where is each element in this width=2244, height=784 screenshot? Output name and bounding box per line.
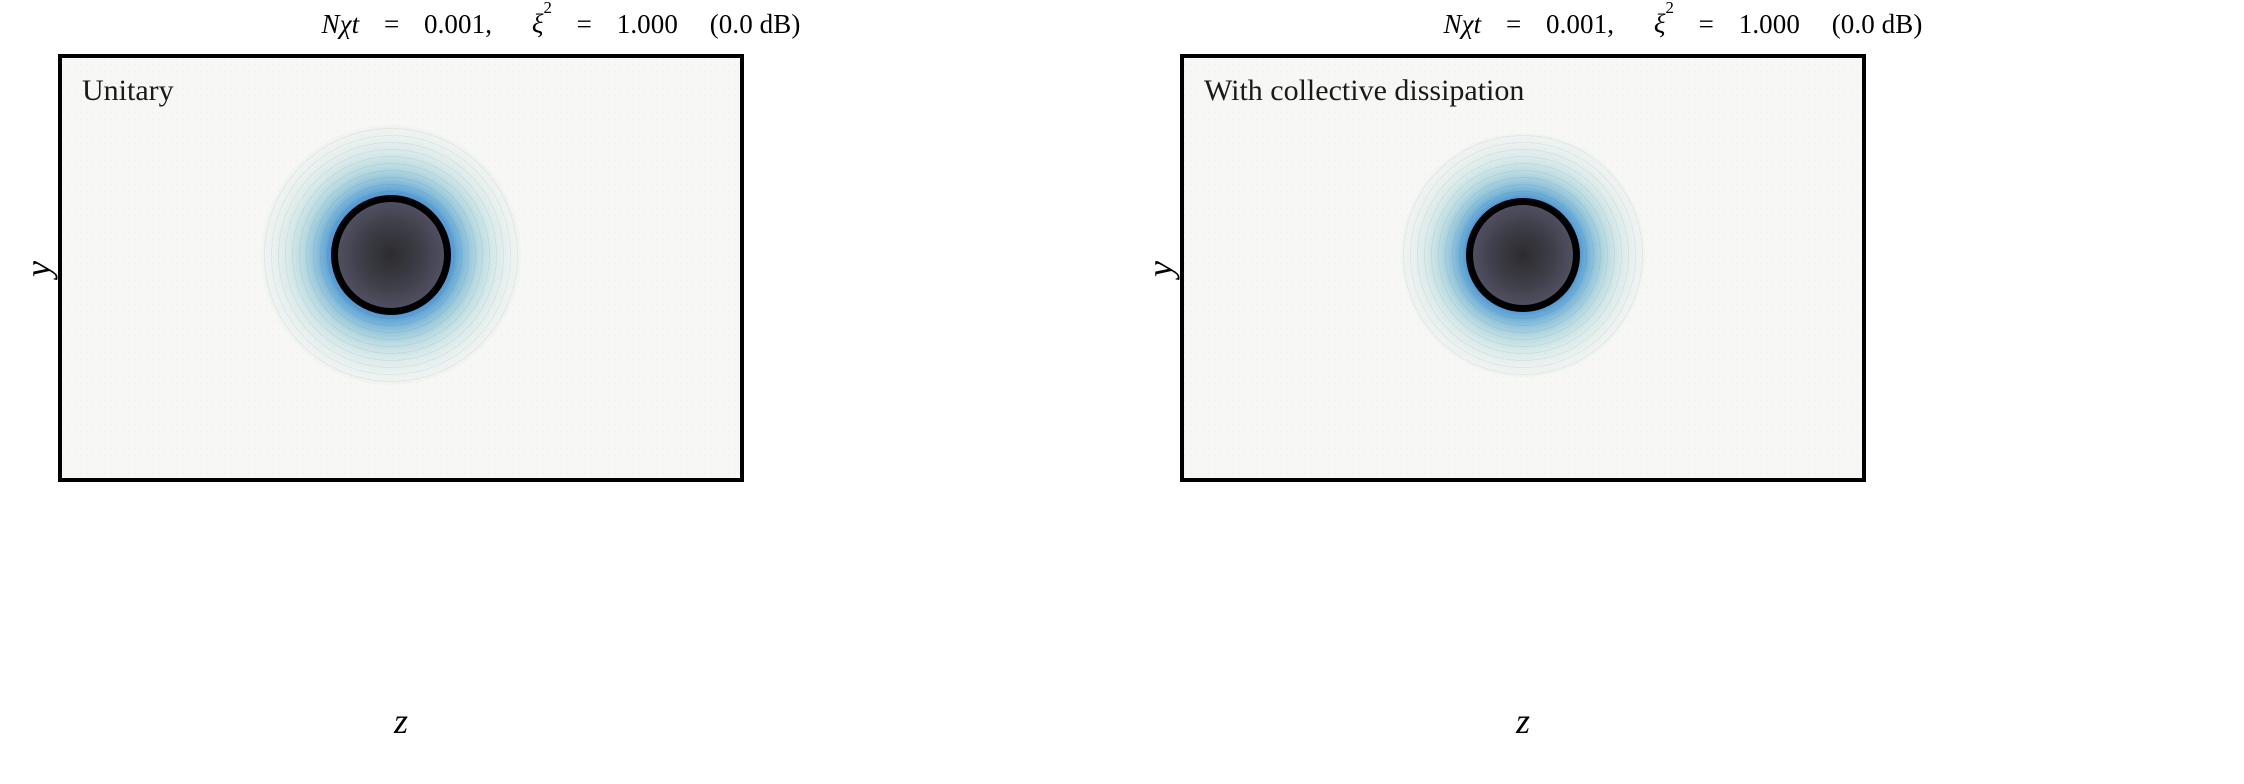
title-symbol-t: t: [351, 9, 360, 39]
title-equals-2: =: [1698, 9, 1714, 39]
title-value-nchit: 0.001,: [423, 9, 493, 39]
x-axis-label-collective-dissipation: z: [1515, 701, 1530, 741]
title-symbol-xi: ξ2: [1653, 0, 1674, 39]
title-symbol-xi-exponent: 2: [1665, 0, 1674, 17]
corner-label-collective-dissipation: With collective dissipation: [1204, 74, 1525, 107]
axes-frame-collective-dissipation: With collective dissipation: [1180, 54, 1866, 482]
panel-unitary: Nχt = 0.001, ξ2 = 1.000 (0.0 dB) Unitary: [0, 0, 1122, 741]
title-symbol-xi: ξ2: [531, 0, 552, 39]
title-value-db: (0.0 dB): [1831, 9, 1923, 39]
title-value-nchit: 0.001,: [1545, 9, 1615, 39]
title-symbol-t: t: [1473, 9, 1482, 39]
panel-collective-dissipation: Nχt = 0.001, ξ2 = 1.000 (0.0 dB) With co…: [1122, 0, 2244, 784]
panel-title-unitary: Nχt = 0.001, ξ2 = 1.000 (0.0 dB): [0, 0, 1122, 40]
corner-label-unitary: Unitary: [82, 74, 174, 107]
husimi-blob-collective-dissipation: [1401, 133, 1645, 378]
title-symbol-xi-exponent: 2: [543, 0, 552, 17]
y-axis-label-unitary: y: [18, 261, 58, 277]
title-symbol-N: N: [321, 9, 340, 39]
husimi-contour-ring: [330, 195, 451, 316]
title-value-xi2: 1.000: [616, 9, 678, 39]
panel-title-collective-dissipation: Nχt = 0.001, ξ2 = 1.000 (0.0 dB): [1122, 0, 2244, 40]
title-equals-1: =: [1505, 9, 1522, 39]
y-axis-label-collective-dissipation: y: [1140, 261, 1180, 277]
title-symbol-xi-base: ξ: [531, 9, 544, 39]
title-symbol-N: N: [1443, 9, 1462, 39]
title-symbol-chi: χ: [339, 9, 352, 39]
title-equals-2: =: [576, 9, 592, 39]
title-symbol-xi-base: ξ: [1653, 9, 1666, 39]
x-axis-label-unitary: z: [393, 701, 408, 741]
axes-frame-unitary: Unitary: [58, 54, 744, 482]
title-equals-1: =: [383, 9, 400, 39]
title-symbol-chi: χ: [1461, 9, 1474, 39]
title-value-xi2: 1.000: [1738, 9, 1800, 39]
husimi-blob-unitary: [260, 125, 521, 386]
husimi-contour-ring: [1466, 198, 1580, 313]
title-value-db: (0.0 dB): [709, 9, 801, 39]
